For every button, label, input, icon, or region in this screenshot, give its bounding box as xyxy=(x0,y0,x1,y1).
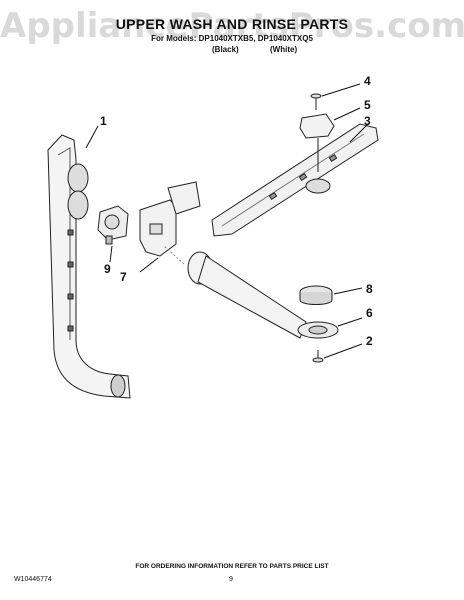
callout-2: 2 xyxy=(366,334,373,348)
bottom-screw xyxy=(312,350,324,363)
page-number: 9 xyxy=(229,576,233,583)
bearing-ring xyxy=(299,285,333,305)
document-number: W10446774 xyxy=(14,576,52,583)
callout-8: 8 xyxy=(366,282,373,296)
spray-arm xyxy=(211,123,379,237)
page-title: UPPER WASH AND RINSE PARTS xyxy=(115,16,349,32)
mount-bracket xyxy=(139,181,201,257)
models-line: For Models: DP1040XTXB5, DP1040XTXQ5 xyxy=(151,34,313,43)
clip xyxy=(299,113,335,172)
callout-6: 6 xyxy=(366,306,373,320)
callout-7: 7 xyxy=(120,270,127,284)
callout-5: 5 xyxy=(364,98,371,112)
watermark: AppliancePartsPros.com xyxy=(0,6,464,46)
manifold-tube xyxy=(187,251,307,339)
callout-4: 4 xyxy=(364,74,371,88)
color-black-label: (Black) xyxy=(212,45,239,54)
ordering-info: FOR ORDERING INFORMATION REFER TO PARTS … xyxy=(135,563,329,570)
spray-hub xyxy=(297,321,339,339)
callout-1: 1 xyxy=(100,114,107,128)
diverter-valve xyxy=(97,205,129,245)
color-white-label: (White) xyxy=(270,45,298,54)
callout-9: 9 xyxy=(104,262,111,276)
supply-tube xyxy=(47,134,131,399)
callout-3: 3 xyxy=(364,114,371,128)
screw xyxy=(310,93,322,110)
